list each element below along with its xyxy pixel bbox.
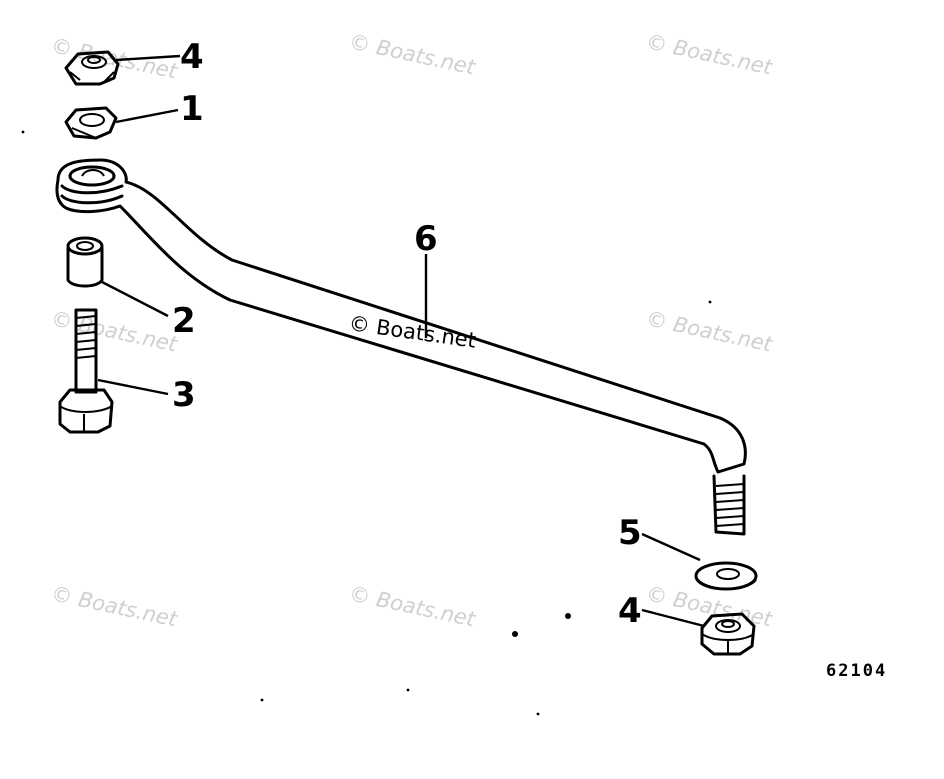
diagram-code: 62104 (826, 661, 887, 681)
callout-4-top: 4 (180, 37, 204, 77)
part-hex-nut (64, 106, 118, 140)
watermark: © Boats.net (347, 581, 478, 631)
part-washer (694, 561, 758, 591)
part-steering-link (55, 158, 747, 536)
watermark: © Boats.net (49, 581, 180, 631)
watermark: © Boats.net (347, 29, 478, 79)
watermark: © Boats.net (644, 581, 775, 631)
part-locknut-bottom (700, 612, 756, 656)
leader-lines (97, 54, 705, 628)
callout-2: 2 (172, 301, 196, 341)
callout-4-bottom: 4 (618, 591, 642, 631)
part-bolt (58, 308, 114, 434)
callout-3: 3 (172, 375, 196, 415)
watermark: © Boats.net (644, 306, 775, 356)
watermark: © Boats.net (49, 306, 180, 356)
callout-1: 1 (180, 89, 204, 129)
part-locknut-top (64, 50, 120, 86)
scan-specks (21, 130, 712, 716)
callout-5: 5 (618, 513, 642, 553)
part-spacer (66, 236, 104, 288)
callout-6: 6 (414, 219, 438, 259)
watermark: © Boats.net (644, 29, 775, 79)
